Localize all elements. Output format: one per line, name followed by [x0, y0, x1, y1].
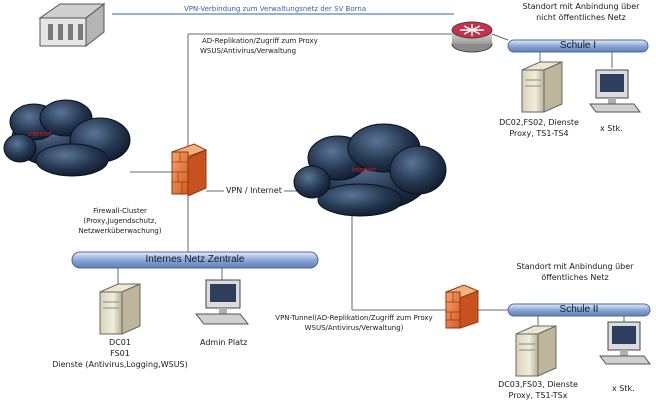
schule1-bus — [507, 39, 649, 53]
schule1-label: Schule I — [559, 40, 597, 51]
schule2-clients-label: x Stk. — [612, 384, 635, 393]
intern-label: Internes Netz Zentrale — [145, 254, 245, 265]
admin-pc-icon — [194, 279, 250, 325]
cloud-left-label: Internet — [28, 131, 52, 138]
vpn-tunnel-line2: WSUS/Antivirus/Verwaltung) — [304, 324, 404, 332]
schule2-label: Schule II — [559, 304, 599, 315]
schule1-server-line1: DC02,FS02, Dienste — [499, 118, 579, 127]
cloud-center-icon — [293, 123, 447, 217]
admin-label: Admin Platz — [200, 338, 248, 347]
zentral-server-line2: FS01 — [110, 349, 130, 358]
vpn-tunnel-line1: VPN-Tunnel(AD-Replikation/Zugriff zum Pr… — [275, 314, 433, 322]
schule1-clients-label: x Stk. — [600, 124, 623, 133]
schule1-server-icon — [521, 61, 563, 113]
schule1-pc-icon — [589, 69, 641, 113]
firewall-icon — [170, 143, 208, 197]
vpn-firewall-icon — [444, 284, 480, 329]
schule2-server-icon — [515, 325, 557, 377]
zentral-server-icon — [99, 283, 141, 335]
zentral-server-line3: Dienste (Antivirus,Logging,WSUS) — [52, 360, 188, 369]
firewall-label-line3: Netzwerküberwachung) — [78, 227, 162, 235]
firewall-label-line2: (Proxy,Jugendschutz, — [83, 217, 157, 225]
standort2-label-line1: Standort mit Anbindung über — [516, 262, 634, 271]
cloud-center-label: Internet — [352, 167, 376, 174]
zentral-server-line1: DC01 — [109, 338, 131, 347]
standort2-label-line2: öffentliches Netz — [541, 273, 609, 282]
router-to-schule1-link — [491, 33, 509, 41]
schule2-bus — [507, 303, 651, 317]
ad-replikation-line1: AD-Replikation/Zugriff zum Proxy — [202, 37, 318, 45]
intern-bus — [71, 251, 319, 269]
vpn-internet-label: VPN / Internet — [224, 186, 284, 196]
schule1-server-line2: Proxy, TS1-TS4 — [509, 129, 569, 138]
vpn-verwaltung-label: VPN-Verbindung zum Verwaltungsnetz der S… — [184, 5, 367, 13]
standort1-label-line1: Standort mit Anbindung über — [522, 2, 640, 11]
standort1-label-line2: nicht öffentliches Netz — [536, 13, 626, 22]
firewall-label-line1: Firewall-Cluster — [93, 207, 147, 215]
schule2-server-line1: DC03,FS03, Dienste — [498, 380, 578, 389]
ad-replikation-line2: WSUS/Antivirus/Verwaltung — [200, 47, 297, 55]
schule2-pc-icon — [599, 321, 651, 365]
router-icon — [451, 21, 493, 53]
cloud-left-icon — [3, 99, 131, 177]
schule2-server-line2: Proxy, TS1-TSx — [508, 391, 568, 400]
building-icon — [38, 2, 106, 48]
